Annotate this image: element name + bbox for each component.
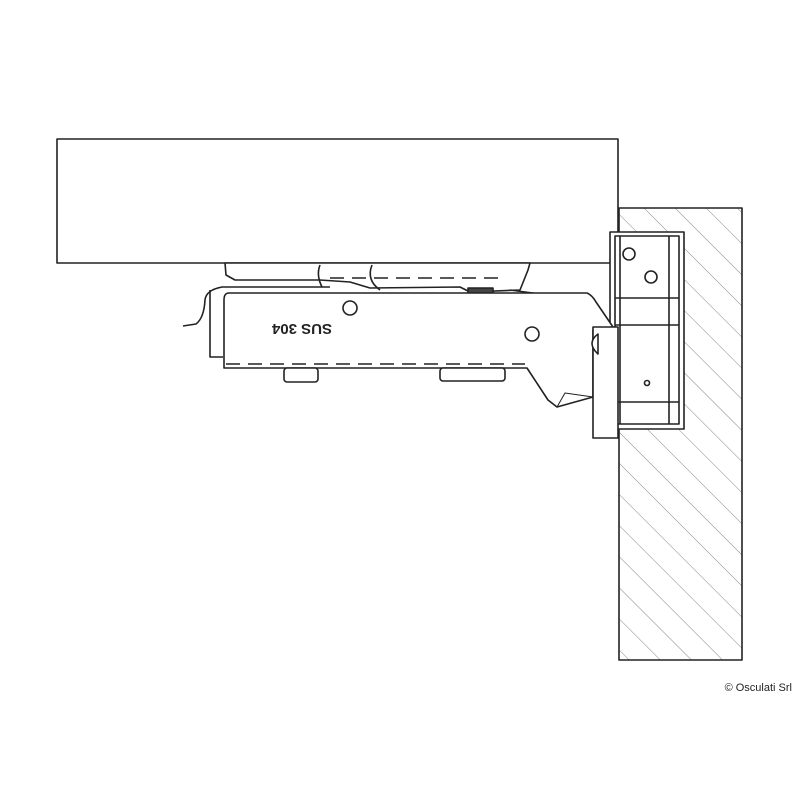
screw-hole <box>644 270 658 284</box>
screw-hole-small <box>643 379 651 387</box>
hinge-cup-plate <box>224 262 541 295</box>
arm-foot <box>283 367 319 383</box>
arm-foot <box>439 367 506 382</box>
screw-hole <box>622 247 636 261</box>
arm-hole <box>524 326 540 342</box>
copyright-notice: © Osculati Srl <box>724 682 792 694</box>
door-panel <box>56 138 619 264</box>
material-stamp: SUS 304 <box>271 320 332 337</box>
mounting-plate <box>609 231 685 430</box>
adjustment-knob <box>591 333 599 355</box>
hinge-arm <box>182 286 619 439</box>
arm-hole <box>342 300 358 316</box>
